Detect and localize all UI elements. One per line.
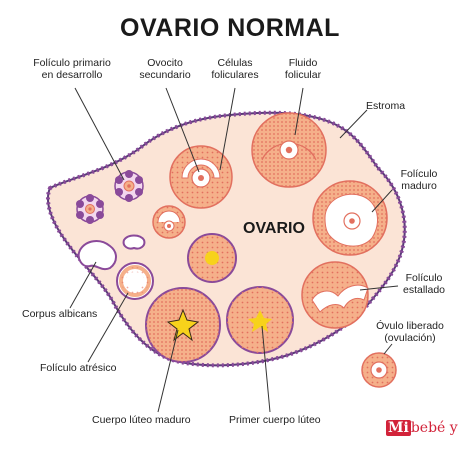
label-atretic-follicle: Folículo atrésico <box>40 362 117 374</box>
primary-follicle-2 <box>76 194 104 224</box>
diagram-title: OVARIO NORMAL <box>120 14 340 42</box>
mature-corpus-luteum <box>145 287 221 363</box>
label-mature-corpus-luteum: Cuerpo lúteo maduro <box>92 414 191 426</box>
ovary-label: OVARIO <box>243 220 305 237</box>
small-follicle <box>152 205 186 239</box>
leader-lines <box>69 87 399 413</box>
label-first-corpus-luteum: Primer cuerpo lúteo <box>229 414 321 426</box>
label-ruptured-follicle: Folículo estallado <box>402 272 446 296</box>
label-primary-follicle: Folículo primario en desarrollo <box>33 57 111 81</box>
label-corpus-albicans: Corpus albicans <box>22 308 98 320</box>
primary-follicle-1 <box>114 170 144 202</box>
corpus-albicans <box>77 234 146 271</box>
label-stroma: Estroma <box>366 100 406 112</box>
label-mature-follicle: Folículo maduro <box>400 168 438 192</box>
fluid-follicle <box>251 112 327 188</box>
label-follicular-cells: Células foliculares <box>211 57 259 81</box>
mature-follicle <box>312 180 388 256</box>
label-secondary-oocyte: Ovocito secundario <box>139 57 191 81</box>
first-corpus-luteum <box>226 286 294 354</box>
released-ovum <box>361 352 397 388</box>
ruptured-follicle <box>301 261 369 329</box>
secondary-follicle <box>169 145 233 209</box>
label-follicular-fluid: Fluido folicular <box>284 57 322 81</box>
label-released-ovum: Óvulo liberado (ovulación) <box>376 320 444 344</box>
atretic-follicle <box>116 262 154 300</box>
developing-luteum <box>187 233 237 283</box>
